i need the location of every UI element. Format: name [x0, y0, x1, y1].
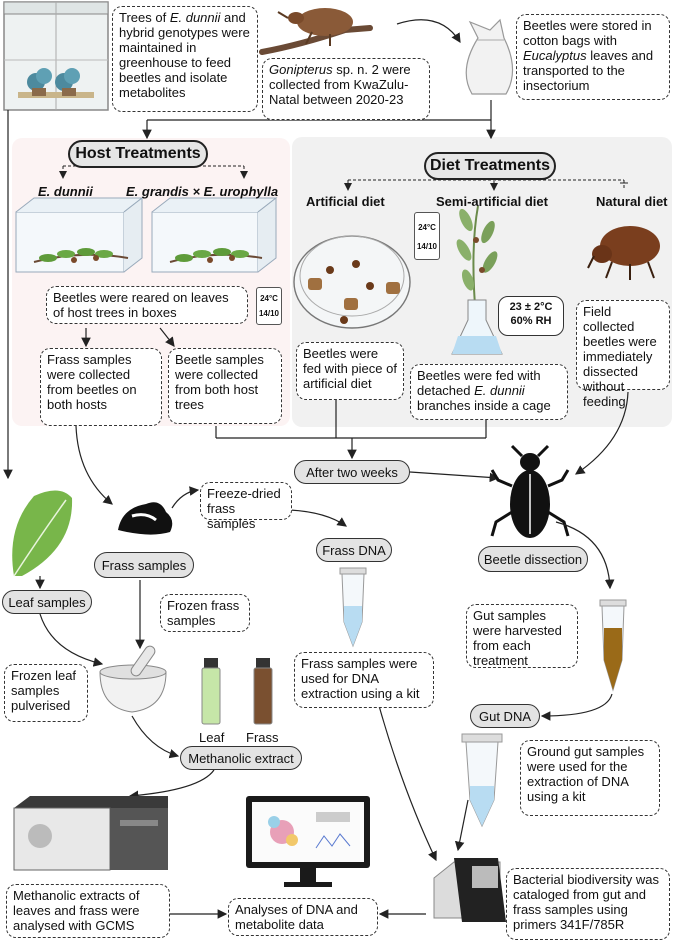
gut-sample-tube-icon [599, 599, 627, 692]
gut-dna-tube-icon [461, 733, 503, 828]
bacterial-description: Bacterial biodiversity was cataloged fro… [506, 868, 670, 940]
bacterial-text: Bacterial biodiversity was cataloged fro… [513, 872, 659, 932]
hybrid-label: E. grandis × E. urophylla [126, 184, 279, 199]
leaf-vial-icon [201, 658, 221, 725]
rearing-text: Beetles were reared on leaves of host tr… [53, 290, 229, 320]
leaf-samples-label: Leaf samples [2, 590, 92, 614]
collection-text: sp. n. 2 were collected from KwaZulu-Nat… [269, 62, 411, 107]
semi-artificial-diet-description: Beetles were fed with detached E. dunnii… [410, 364, 568, 420]
beetle-dissection-icon [490, 444, 570, 538]
frass-dna-label: Frass DNA [316, 538, 392, 562]
greenhouse-text-2: and hybrid genotypes were maintained in … [119, 10, 250, 100]
host-photoperiod-text: 14/10 [258, 309, 280, 318]
gcms-instrument-icon [13, 796, 168, 871]
after-two-weeks-label: After two weeks [294, 460, 410, 484]
gut-samples-text: Gut samples were harvested from each tre… [473, 608, 562, 668]
storage-description: Beetles were stored in cotton bags with … [516, 14, 670, 100]
leaf-vial-label: Leaf [199, 730, 225, 745]
frass-collection-description: Frass samples were collected from beetle… [40, 348, 162, 426]
lab-condition-humidity: 60% RH [510, 315, 552, 327]
cotton-bag-icon [465, 18, 514, 95]
greenhouse-text-1: Trees of [119, 10, 170, 25]
frass-vial-icon [253, 658, 273, 725]
rearing-description: Beetles were reared on leaves of host tr… [46, 286, 248, 324]
diet-treatments-title: Diet Treatments [424, 152, 556, 180]
frozen-frass-text: Frozen frass samples [167, 598, 240, 628]
rearing-box-hybrid-icon [151, 196, 278, 273]
diet-photoperiod-text: 14/10 [416, 242, 438, 251]
beetle-collection-text: Beetle samples were collected from both … [175, 352, 264, 412]
semi-diet-text-1: Beetles were fed with detached [417, 368, 541, 398]
frozen-leaf-description: Frozen leaf samples pulverised [4, 664, 88, 722]
ground-gut-text: Ground gut samples were used for the ext… [527, 744, 645, 804]
frass-pile-icon [118, 502, 173, 535]
host-temperature-tag: 24°C 14/10 [256, 287, 282, 325]
beetle-on-branch-icon [259, 8, 373, 55]
beetle-dissection-label: Beetle dissection [478, 546, 588, 572]
diet-temperature-tag: 24°C 14/10 [414, 212, 440, 260]
beetle-collection-description: Beetle samples were collected from both … [168, 348, 282, 424]
artificial-diet-description: Beetles were fed with piece of artificia… [296, 342, 404, 400]
artificial-diet-label: Artificial diet [306, 194, 385, 209]
greenhouse-icon [3, 1, 109, 111]
freeze-dried-text: Freeze-dried frass samples [207, 486, 281, 531]
frass-samples-label: Frass samples [94, 552, 194, 578]
analyses-text: Analyses of DNA and metabolite data [235, 902, 358, 932]
greenhouse-species: E. dunnii [169, 10, 221, 25]
lab-condition-box: 23 ± 2°C 60% RH [498, 296, 564, 336]
frass-dna-text: Frass samples were used for DNA extracti… [301, 656, 420, 701]
semi-artificial-diet-label: Semi-artificial diet [436, 194, 548, 209]
ground-gut-description: Ground gut samples were used for the ext… [520, 740, 660, 816]
frass-dna-tube-icon [339, 567, 367, 648]
dunnii-label: E. dunnii [38, 184, 93, 199]
storage-genus: Eucalyptus [523, 48, 587, 63]
diet-temperature-text: 24°C [418, 223, 436, 232]
greenhouse-description: Trees of E. dunnii and hybrid genotypes … [112, 6, 258, 112]
mortar-pestle-icon [99, 645, 167, 713]
natural-diet-label: Natural diet [596, 194, 668, 209]
semi-diet-species: E. dunnii [474, 383, 525, 398]
freeze-dried-description: Freeze-dried frass samples [200, 482, 292, 531]
natural-diet-description: Field collected beetles were immediately… [576, 300, 670, 409]
gcms-description: Methanolic extracts of leaves and frass … [6, 884, 170, 938]
collection-genus: Gonipterus [269, 62, 333, 77]
artificial-diet-text: Beetles were fed with piece of artificia… [303, 346, 397, 391]
gut-samples-description: Gut samples were harvested from each tre… [466, 604, 578, 668]
host-temperature-text: 24°C [260, 294, 278, 303]
semi-diet-text-2: branches inside a cage [417, 398, 551, 413]
analyses-description: Analyses of DNA and metabolite data [228, 898, 378, 936]
host-treatments-title: Host Treatments [68, 140, 208, 168]
flask-with-branch-icon [451, 205, 503, 355]
leaf-icon [12, 490, 73, 577]
natural-beetle-icon [587, 226, 660, 280]
petri-dish-icon [293, 235, 411, 329]
gcms-text: Methanolic extracts of leaves and frass … [13, 888, 140, 933]
storage-text-1: Beetles were stored in cotton bags with [523, 18, 652, 48]
gut-dna-label: Gut DNA [470, 704, 540, 728]
frozen-leaf-text: Frozen leaf samples pulverised [11, 668, 77, 713]
rearing-box-dunnii-icon [15, 196, 144, 273]
lab-condition-temp: 23 ± 2°C [509, 301, 553, 313]
storage-text-2: leaves and transported to the insectoriu… [523, 48, 654, 93]
frozen-frass-description: Frozen frass samples [160, 594, 250, 632]
frass-vial-label: Frass [246, 730, 279, 745]
methanolic-extract-label: Methanolic extract [180, 746, 302, 770]
sequencer-instrument-icon [433, 858, 506, 922]
natural-diet-text: Field collected beetles were immediately… [583, 304, 657, 409]
computer-monitor-icon [246, 796, 370, 887]
collection-description: Gonipterus sp. n. 2 were collected from … [262, 58, 430, 120]
frass-collection-text: Frass samples were collected from beetle… [47, 352, 137, 412]
frass-dna-description: Frass samples were used for DNA extracti… [294, 652, 434, 708]
